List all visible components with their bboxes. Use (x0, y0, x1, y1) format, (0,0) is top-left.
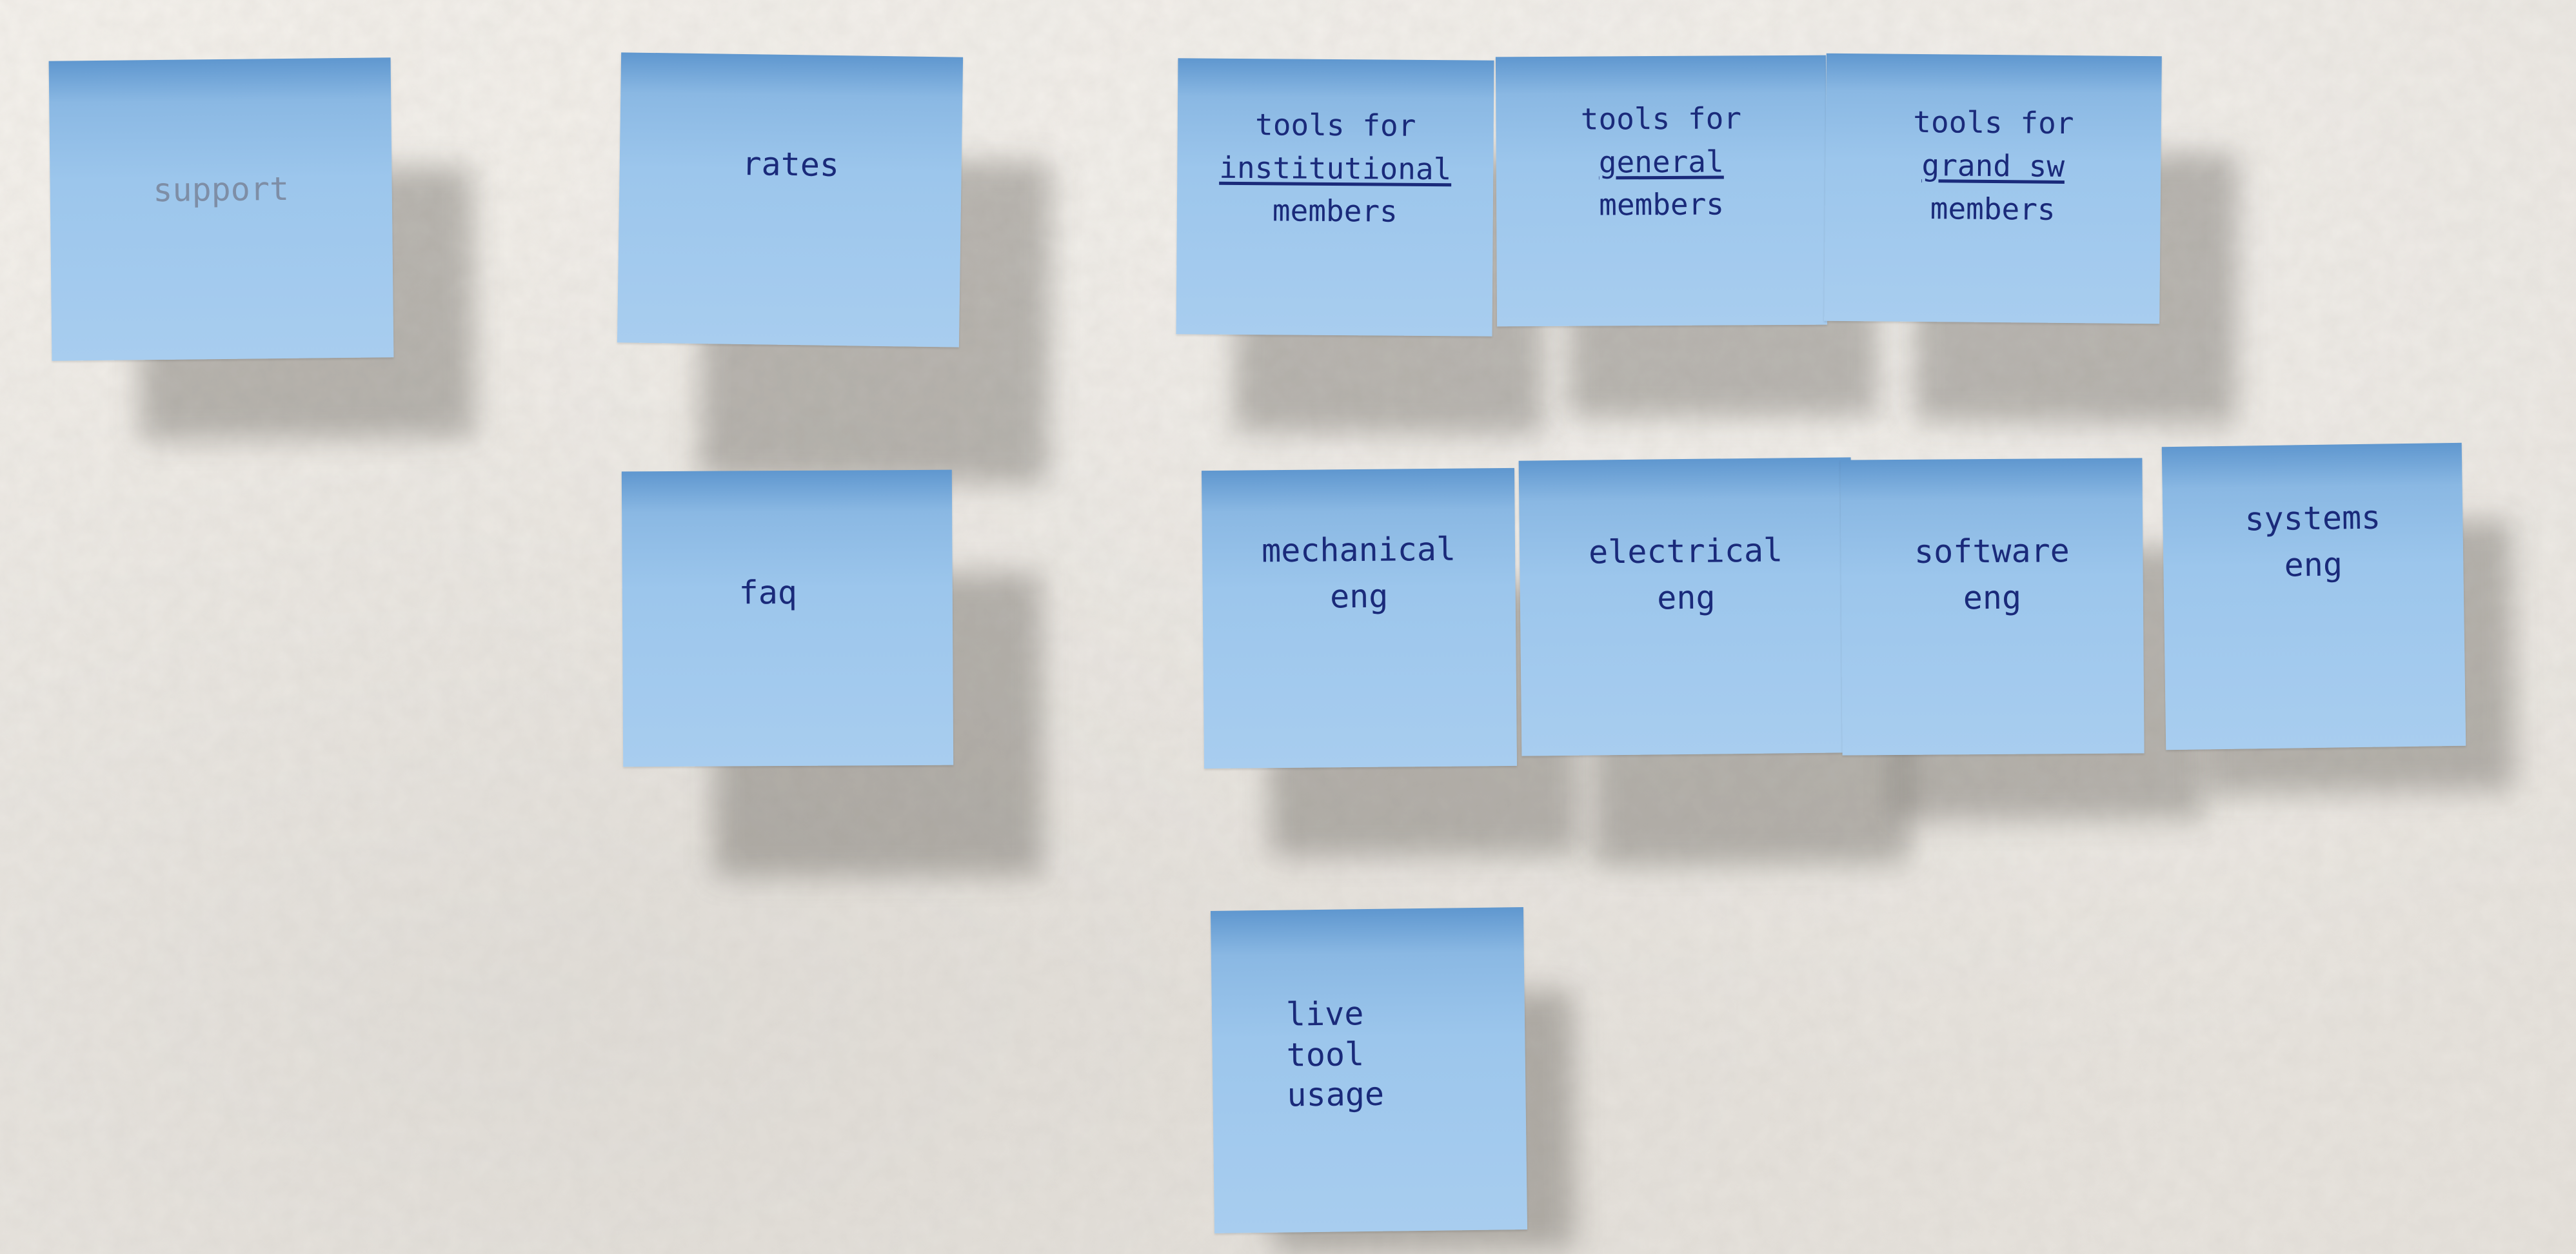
note-paper: tools for general members (1495, 55, 1828, 327)
note-line: eng (1963, 578, 2022, 617)
sticky-note-electrical-eng[interactable]: electrical eng (1518, 457, 1910, 867)
note-line: eng (2284, 545, 2343, 584)
note-line: systems (2244, 498, 2381, 538)
sticky-note-tools-general[interactable]: tools for general members (1495, 55, 1878, 418)
note-line: general (1598, 144, 1724, 180)
note-paper: systems eng (2161, 442, 2466, 750)
note-line: rates (742, 144, 840, 184)
sticky-note-mechanical-eng[interactable]: mechanical eng (1201, 467, 1580, 857)
sticky-note-systems-eng[interactable]: systems eng (2161, 442, 2515, 795)
note-line: tools for (1913, 104, 2074, 141)
note-paper: faq (621, 469, 954, 767)
note-line: members (1930, 190, 2056, 227)
note-line: usage (1287, 1075, 1385, 1114)
note-line: mechanical (1261, 530, 1456, 569)
note-line: electrical (1588, 531, 1783, 571)
sticky-note-rates[interactable]: rates (617, 52, 1052, 484)
note-paper: electrical eng (1518, 457, 1854, 756)
note-line: software (1914, 531, 2070, 571)
note-paper: tools for grand sw members (1824, 53, 2162, 324)
note-line: live (1285, 995, 1364, 1034)
note-line: faq (738, 573, 798, 612)
note-line: tools for (1580, 101, 1742, 137)
note-line: tools for (1254, 107, 1416, 143)
sticky-note-support[interactable]: support (48, 57, 475, 441)
note-paper: tools for institutional members (1176, 58, 1494, 337)
sticky-note-software-eng[interactable]: software eng (1840, 458, 2204, 821)
note-paper: live tool usage (1210, 907, 1528, 1233)
note-line: members (1599, 186, 1725, 222)
note-line: support (153, 170, 290, 210)
note-line: institutional (1219, 150, 1452, 186)
note-line: eng (1656, 578, 1716, 617)
note-paper: support (48, 57, 394, 361)
note-line: tool (1286, 1035, 1365, 1074)
sticky-note-faq[interactable]: faq (621, 469, 1044, 877)
note-paper: mechanical eng (1201, 467, 1518, 769)
note-line: eng (1329, 577, 1389, 616)
note-line: grand sw (1921, 148, 2065, 184)
sticky-note-tools-institutional[interactable]: tools for institutional members (1176, 58, 1545, 435)
note-paper: software eng (1840, 458, 2145, 756)
sticky-note-live-tool-usage[interactable]: live tool usage (1210, 907, 1576, 1252)
note-line: members (1272, 193, 1398, 230)
sticky-note-tools-grandsw[interactable]: tools for grand sw members (1824, 53, 2239, 425)
note-paper: rates (617, 52, 964, 348)
